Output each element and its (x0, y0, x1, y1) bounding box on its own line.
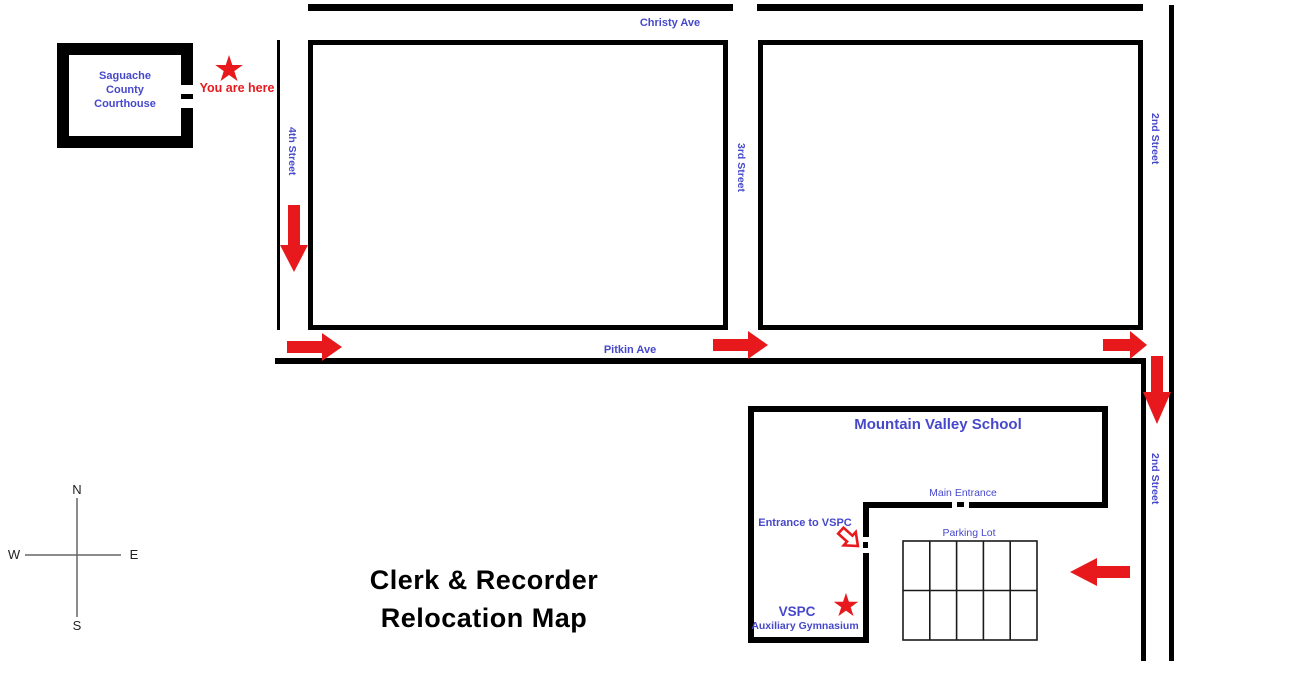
school-building-outline (748, 406, 1108, 643)
entrance-to-vspc-arrow-icon (836, 525, 860, 548)
map-title-line2: Relocation Map (380, 603, 588, 633)
courthouse-door-dash (181, 94, 193, 99)
courthouse-label: Saguache County Courthouse (69, 69, 181, 111)
compass-east-label: E (129, 547, 139, 562)
city-block-east (758, 40, 1143, 330)
route-arrow-east-pitkin-3-icon (1103, 331, 1147, 359)
route-arrow-east-pitkin-1-icon (287, 333, 342, 361)
second-street-east-edge (1169, 5, 1174, 661)
school-name-label: Mountain Valley School (854, 416, 1022, 433)
vspc-star-icon: ★ (831, 587, 861, 623)
courthouse-label-line1: Saguache (99, 70, 151, 82)
map-title: Clerk & Recorder Relocation Map (334, 561, 634, 637)
vspc-subtitle-label: Auxiliary Gymnasium (751, 620, 859, 632)
vspc-door-dash (863, 542, 868, 548)
you-are-here-star-icon: ★ (212, 48, 246, 89)
route-arrow-down-2nd-street-icon (1143, 356, 1171, 424)
route-arrow-west-parking-icon (1070, 558, 1130, 586)
main-entrance-label: Main Entrance (929, 487, 997, 499)
courthouse-building (57, 43, 193, 148)
christy-ave-north-edge-west (308, 4, 733, 11)
courthouse-label-line3: Courthouse (94, 98, 156, 110)
christy-ave-north-edge-east (757, 4, 1143, 11)
route-arrow-down-4th-street-icon (280, 205, 308, 272)
you-are-here-label: You are here (199, 81, 275, 95)
main-entrance-door-dash (957, 502, 964, 507)
parking-lot-grid (902, 540, 1038, 641)
compass-south-label: S (72, 618, 82, 633)
city-block-west (308, 40, 728, 330)
compass-north-label: N (72, 482, 82, 497)
compass-rose (25, 498, 121, 617)
third-street-label: 3rd Street (735, 143, 747, 193)
vspc-label: VSPC (778, 604, 816, 619)
pitkin-ave-label: Pitkin Ave (603, 344, 657, 356)
route-arrow-east-pitkin-2-icon (713, 331, 768, 359)
second-street-west-edge-lower (1141, 362, 1146, 661)
second-street-upper-label: 2nd Street (1149, 113, 1161, 165)
fourth-street-label: 4th Street (286, 127, 298, 176)
entrance-to-vspc-label: Entrance to VSPC (758, 517, 852, 529)
second-street-lower-label: 2nd Street (1149, 453, 1161, 505)
map-title-line1: Clerk & Recorder (369, 565, 599, 595)
compass-west-label: W (7, 547, 21, 562)
pitkin-ave-south-edge (275, 358, 1146, 364)
fourth-street-west-edge (277, 40, 280, 330)
christy-ave-label: Christy Ave (639, 17, 701, 29)
courthouse-label-line2: County (106, 84, 144, 96)
parking-lot-label: Parking Lot (942, 527, 996, 539)
